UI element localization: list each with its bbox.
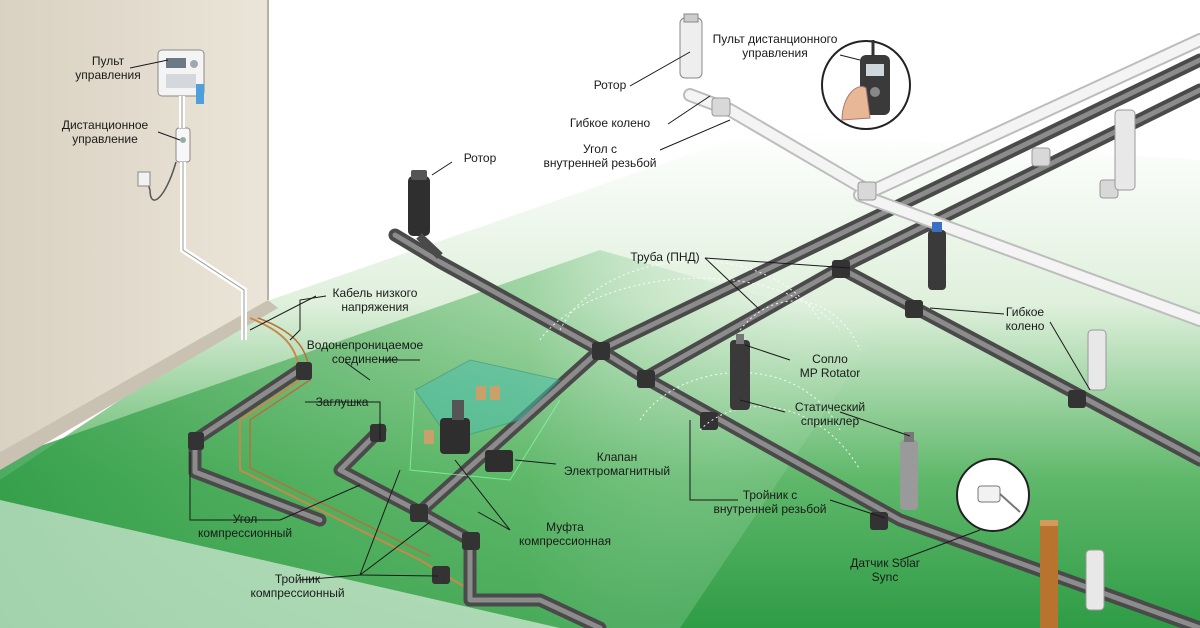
low-voltage-cable-2 <box>249 317 431 557</box>
leader-lines <box>129 51 1091 581</box>
fittings <box>188 260 1086 584</box>
sensor-icon <box>956 458 1030 532</box>
fittings-light <box>711 97 1119 201</box>
label-pipe: Труба (ПНД) <box>630 250 700 264</box>
remote-receiver-icon <box>175 127 191 163</box>
spray-arcs <box>539 260 861 471</box>
rotor-top-icon <box>679 13 703 79</box>
label-rotor-top: Ротор <box>593 78 627 92</box>
remote-control-icon <box>821 40 911 130</box>
sprinkler-icon <box>730 109 1136 611</box>
rotor-icon <box>408 170 443 259</box>
label-swing-joint-top: Гибкое колено <box>569 116 651 130</box>
wall-conduit <box>137 96 247 340</box>
house-wall <box>0 0 278 470</box>
valve-icon <box>424 386 513 472</box>
label-plug: Заглушка <box>315 395 369 409</box>
controller-icon <box>157 49 205 104</box>
low-voltage-cable <box>239 317 471 591</box>
label-rotor-mid: Ротор <box>463 151 497 165</box>
wooden-post <box>1040 520 1058 628</box>
